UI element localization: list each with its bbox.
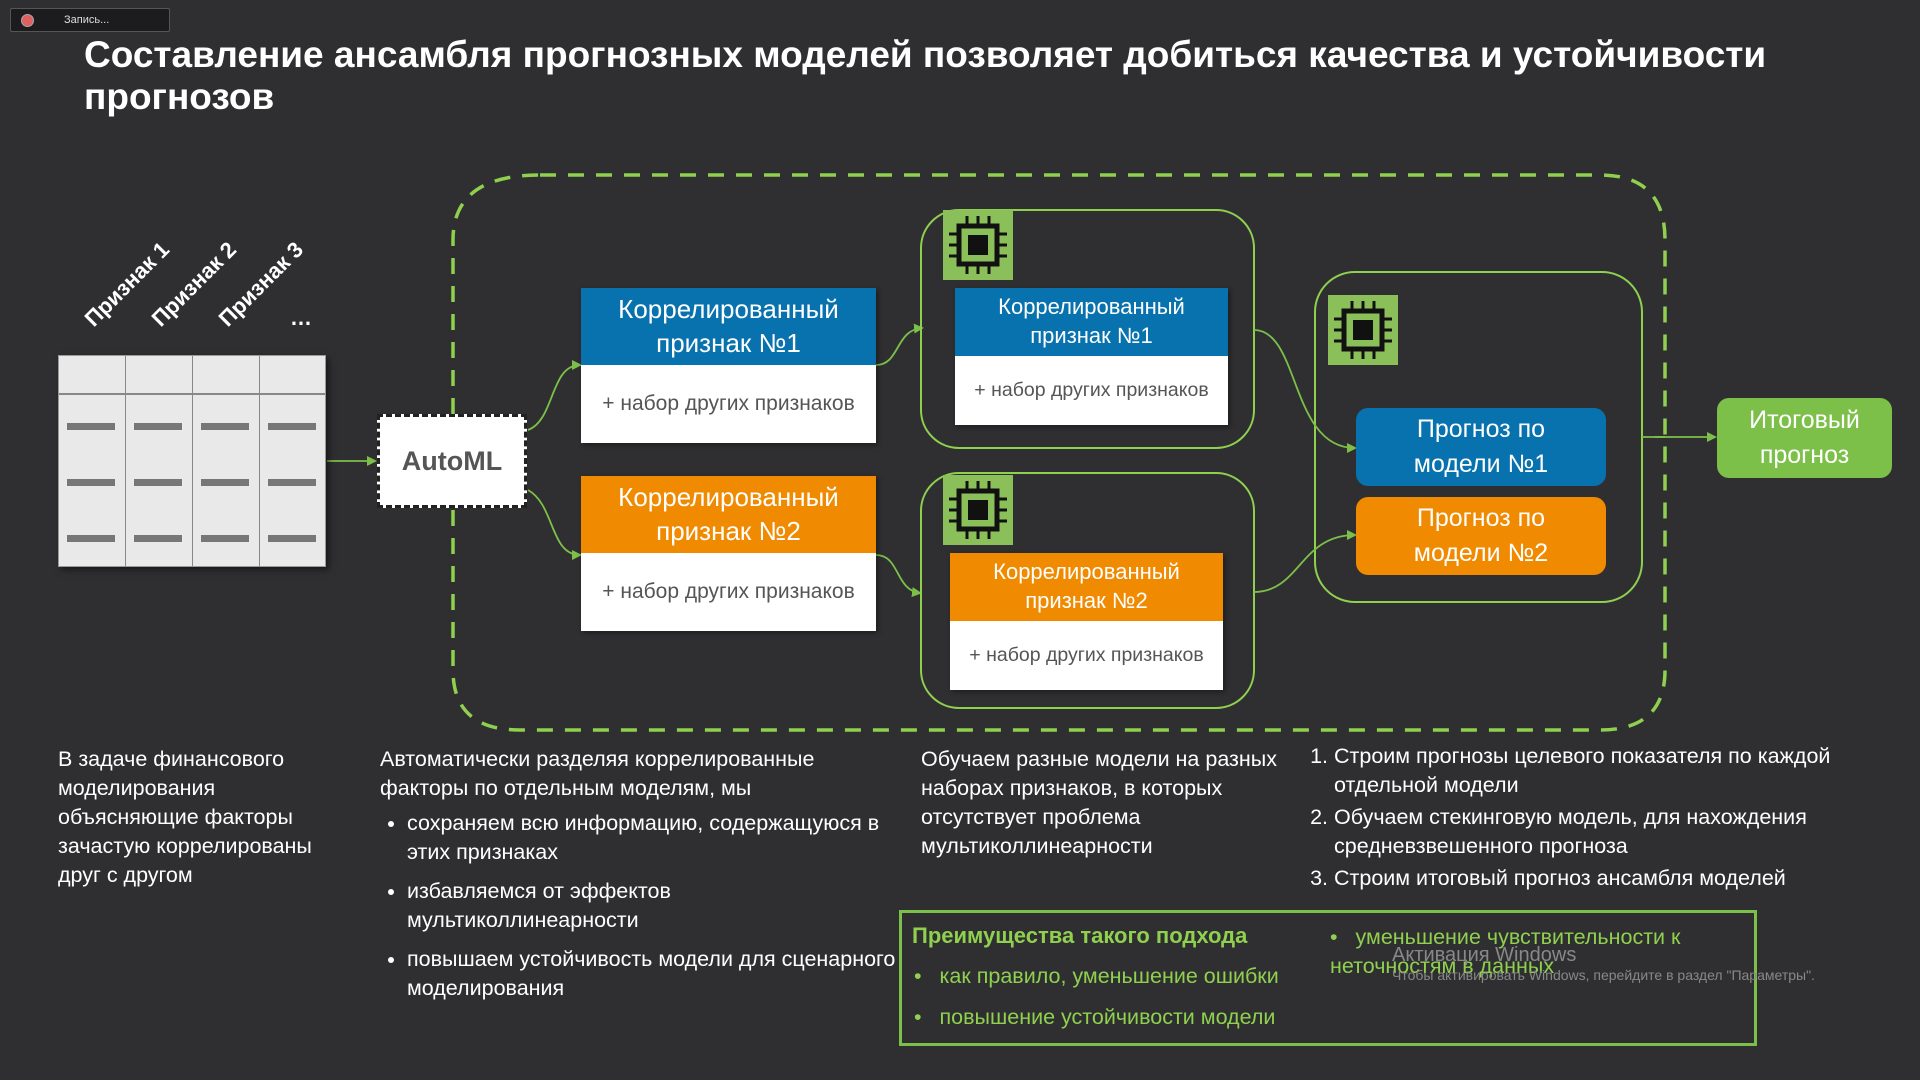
stage2-box2-title-1: Коррелированный [993, 559, 1180, 585]
final-forecast: Итоговый прогноз [1717, 398, 1892, 478]
automl-box: AutoML [377, 414, 527, 508]
chip-icon [1328, 295, 1398, 365]
advantages-box: Преимущества такого подхода как правило,… [899, 910, 1757, 1046]
windows-activation-watermark: Активация Windows Чтобы активировать Win… [1392, 945, 1815, 985]
forecast-model-2: Прогноз по модели №2 [1356, 497, 1606, 575]
stage2-box2-title-2: признак №2 [1025, 588, 1148, 613]
final-line1: Итоговый [1749, 406, 1860, 434]
watermark-title: Активация Windows [1392, 944, 1577, 966]
stage1-box1-body: + набор других признаков [602, 392, 855, 415]
recording-indicator[interactable]: Запись... [10, 8, 170, 32]
list-item: сохраняем всю информацию, содержащуюся в… [407, 809, 900, 867]
list-item: избавляемся от эффектов мультиколлинеарн… [407, 877, 900, 935]
stage1-box1-title-2: признак №1 [656, 327, 801, 358]
stage1-box2-title-2: признак №2 [656, 515, 801, 546]
stage1-box1-title-1: Коррелированный [618, 293, 839, 324]
description-problem: В задаче финансового моделирования объяс… [58, 747, 312, 887]
advantage-item: как правило, уменьшение ошибки [914, 964, 1279, 989]
arrow-model2-to-forecast2 [1253, 530, 1357, 593]
data-table-illustration [58, 355, 326, 567]
model2-frame [920, 472, 1255, 709]
feature-ellipsis: … [290, 305, 312, 330]
stage2-box1-title-1: Коррелированный [998, 294, 1185, 320]
forecast1-line2: модели №1 [1413, 450, 1549, 478]
arrow-stage1-to-model1 [875, 323, 924, 366]
advantages-title: Преимущества такого подхода [912, 923, 1248, 948]
stage1-feature-box-2: Коррелированный признак №2 + набор други… [581, 476, 876, 631]
stage2-box1-title-2: признак №1 [1030, 323, 1153, 348]
watermark-text: Чтобы активировать Windows, перейдите в … [1392, 967, 1815, 983]
stage2-box2-body: + набор других признаков [969, 644, 1204, 666]
list-item: Обучаем стекинговую модель, для нахожден… [1334, 803, 1857, 861]
chip-icon [943, 210, 1013, 280]
final-line2: прогноз [1759, 441, 1850, 469]
steps-list: Строим прогнозы целевого показателя по к… [1297, 742, 1857, 893]
model1-frame [920, 209, 1255, 449]
automl-intro: Автоматически разделяя коррелированные ф… [380, 747, 815, 800]
list-item: Строим итоговый прогноз ансамбля моделей [1334, 864, 1857, 893]
advantage-item: повышение устойчивости модели [914, 1005, 1276, 1030]
stage1-box2-title-1: Коррелированный [618, 481, 839, 512]
list-item: повышаем устойчивость модели для сценарн… [407, 945, 900, 1003]
stage1-feature-box-1: Коррелированный признак №1 + набор други… [581, 288, 876, 443]
description-steps: Строим прогнозы целевого показателя по к… [1297, 742, 1857, 896]
recording-label: Запись... [64, 14, 110, 26]
list-item: Строим прогнозы целевого показателя по к… [1334, 742, 1857, 800]
forecast2-line1: Прогноз по [1416, 504, 1546, 532]
description-models: Обучаем разные модели на разных наборах … [921, 747, 1277, 858]
forecast2-line2: модели №2 [1413, 539, 1549, 567]
stage2-feature-box-2: Коррелированный признак №2 + набор други… [950, 553, 1223, 690]
arrow-model1-to-forecast1 [1253, 329, 1357, 453]
record-icon [21, 13, 34, 27]
forecast1-line1: Прогноз по [1416, 415, 1546, 443]
chip-icon [943, 475, 1013, 545]
ensemble-dashed-border [451, 173, 1667, 732]
arrow-stage1-to-model2 [875, 554, 922, 597]
stage2-box1-body: + набор других признаков [974, 379, 1209, 401]
slide-title: Составление ансамбля прогнозных моделей … [84, 34, 1767, 117]
automl-benefits-list: сохраняем всю информацию, содержащуюся в… [380, 809, 900, 1003]
advantage-item: уменьшение чувствительности к неточностя… [1330, 923, 1720, 981]
stage1-box2-body: + набор других признаков [602, 580, 855, 603]
stage2-feature-box-1: Коррелированный признак №1 + набор други… [955, 288, 1228, 425]
arrow-automl-to-box2 [527, 489, 582, 560]
description-automl: Автоматически разделяя коррелированные ф… [380, 745, 900, 1013]
forecast-model-1: Прогноз по модели №1 [1356, 408, 1606, 486]
arrow-automl-to-box1 [527, 360, 582, 431]
